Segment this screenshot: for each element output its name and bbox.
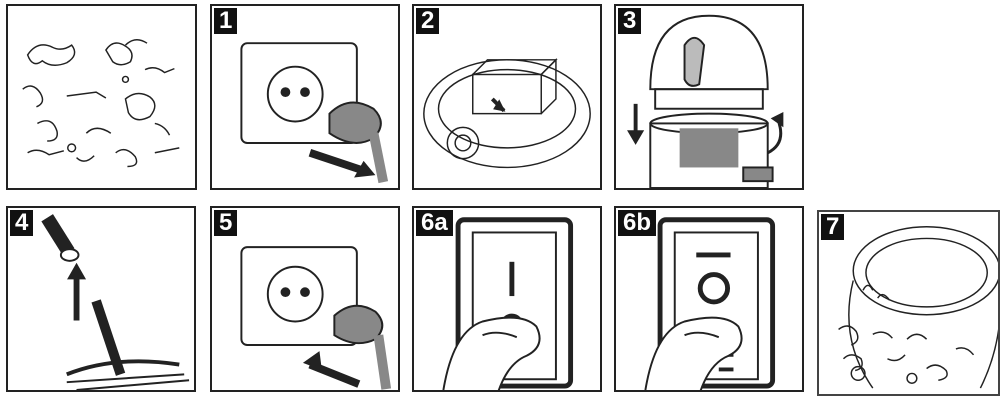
step-number: 2 xyxy=(416,8,439,34)
step-6b-panel: 6b xyxy=(614,206,804,392)
step-1-panel: 1 xyxy=(210,4,400,190)
step-number: 1 xyxy=(214,8,237,34)
step-3-panel: 3 xyxy=(614,4,804,190)
step-6a-panel: 6a xyxy=(412,206,602,392)
hose-floor-tool-icon xyxy=(8,208,194,390)
step-2-panel: 2 xyxy=(412,4,602,190)
step-4-panel: 4 xyxy=(6,206,196,392)
step-7-panel: 7 xyxy=(817,210,1000,396)
tank-debris-icon xyxy=(819,212,998,394)
step-number: 6a xyxy=(416,210,453,236)
plug-out-icon xyxy=(212,208,398,390)
filter-icon xyxy=(414,6,600,188)
step-number: 4 xyxy=(10,210,33,236)
plug-in-icon xyxy=(212,6,398,188)
step-number: 7 xyxy=(821,214,844,240)
step-5-panel: 5 xyxy=(210,206,400,392)
debris-panel xyxy=(6,4,197,190)
lid-latch-icon xyxy=(616,6,802,188)
debris-illustration xyxy=(8,6,195,188)
step-number: 6b xyxy=(618,210,656,236)
step-number: 3 xyxy=(618,8,641,34)
step-number: 5 xyxy=(214,210,237,236)
